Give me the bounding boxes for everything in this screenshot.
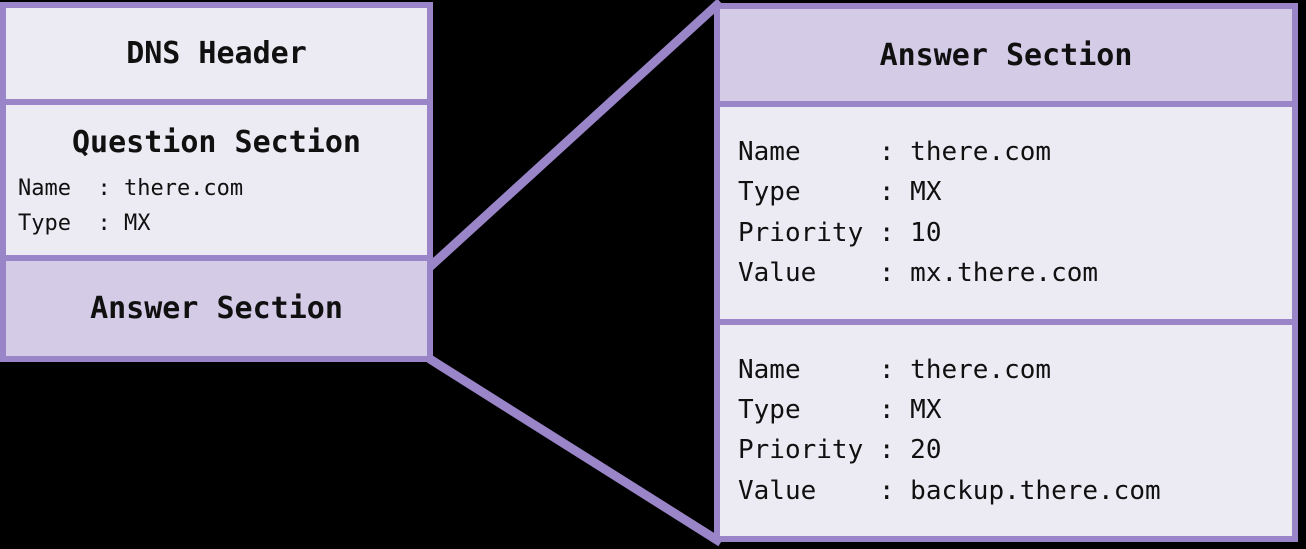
answer-record-1: Name : there.com Type : MX Priority : 10… — [720, 107, 1292, 319]
answer-section-label: Answer Section — [90, 291, 343, 326]
record-2-field-type: Type : MX — [738, 394, 942, 425]
question-field-type: Type : MX — [18, 210, 151, 236]
record-1-field-type: Type : MX — [738, 177, 942, 208]
record-2-field-name: Name : there.com — [738, 354, 1052, 385]
answer-section-box[interactable]: Answer Section — [6, 261, 427, 356]
answer-detail-panel: Answer Section Name : there.com Type : M… — [714, 3, 1298, 542]
connector-bottom-line — [426, 354, 724, 547]
record-1-field-value: Value : mx.there.com — [738, 258, 1099, 289]
question-section-title: Question Section — [72, 125, 361, 161]
record-1-field-priority: Priority : 10 — [738, 217, 942, 248]
record-2-field-priority: Priority : 20 — [738, 435, 942, 466]
record-2-field-value: Value : backup.there.com — [738, 475, 1161, 506]
dns-header-label: DNS Header — [126, 36, 307, 71]
connector-top-line — [426, 0, 724, 271]
answer-record-2: Name : there.com Type : MX Priority : 20… — [720, 324, 1292, 536]
dns-header-box: DNS Header — [6, 8, 427, 99]
question-field-name: Name : there.com — [18, 176, 244, 202]
answer-detail-title-box: Answer Section — [720, 9, 1292, 101]
dns-packet-panel: DNS Header Question Section Name : there… — [0, 2, 433, 362]
question-section-fields: Name : there.com Type : MX — [6, 172, 427, 240]
answer-detail-title: Answer Section — [879, 37, 1133, 73]
record-1-field-name: Name : there.com — [738, 137, 1052, 168]
question-section-box: Question Section Name : there.com Type :… — [6, 105, 427, 255]
